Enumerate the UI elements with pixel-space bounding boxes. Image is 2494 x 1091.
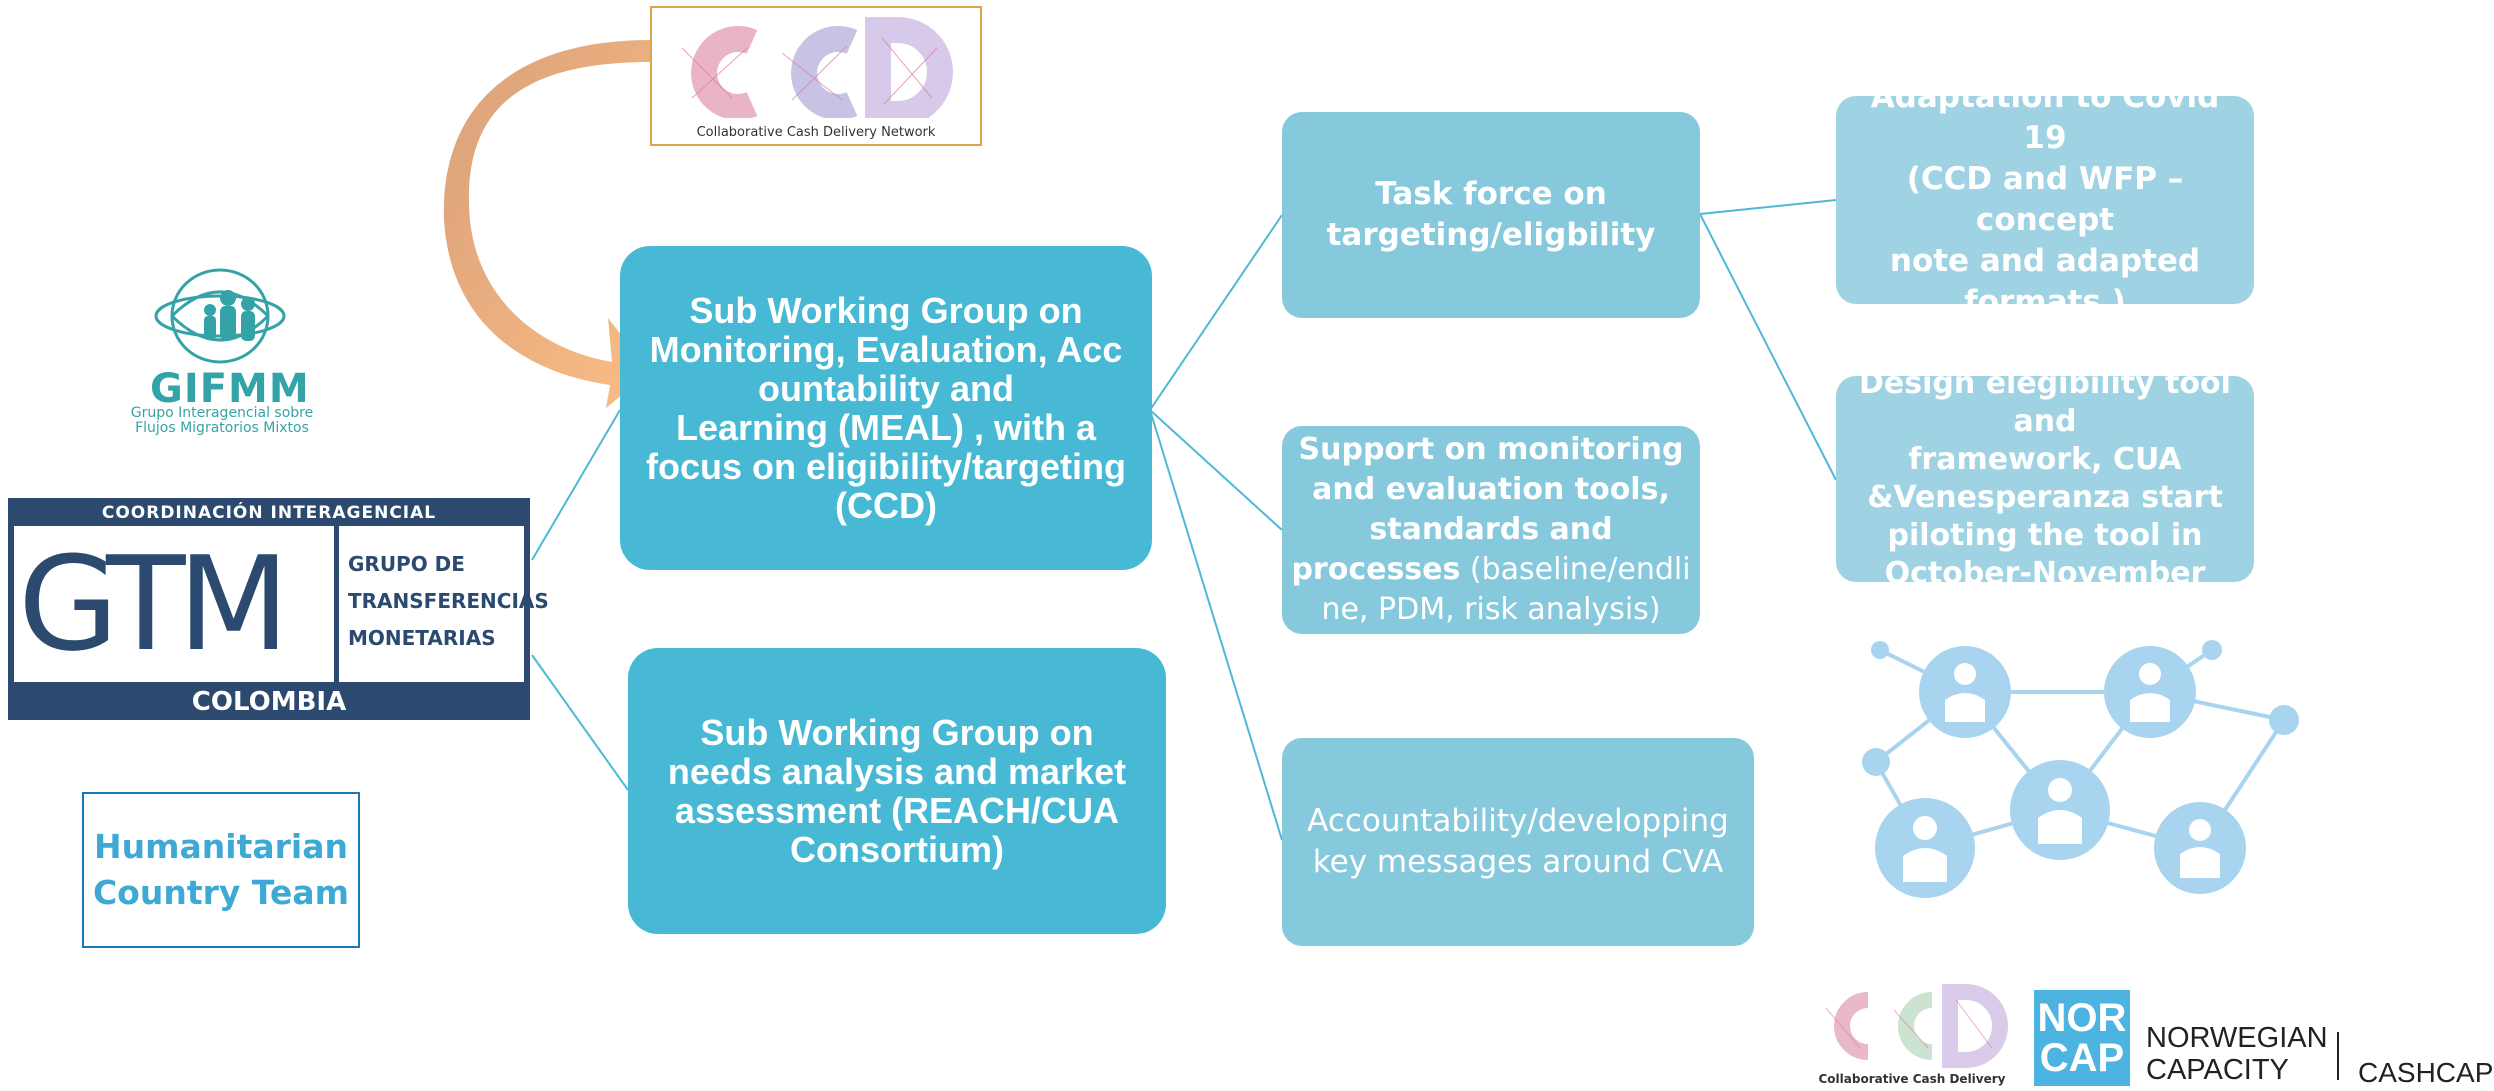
gtm-country-label: COLOMBIA (191, 687, 347, 717)
connector-meal-task3 (1149, 409, 1283, 841)
norwegian-capacity-text: NORWEGIAN CAPACITY (2146, 1022, 2328, 1086)
humanitarian-country-team-box: Humanitarian Country Team (82, 792, 360, 948)
people-network-icon (1862, 640, 2299, 898)
norcap-text-line2: CAPACITY (2146, 1054, 2289, 1086)
meal-line: Learning (MEAL) , with a (676, 407, 1096, 448)
task-force-targeting-box: Task force on targeting/eligbility (1282, 112, 1700, 318)
gifmm-name: GIFMM (150, 366, 310, 412)
task2-line: Support on monitoring (1298, 432, 1684, 467)
ccd-network-caption: Collaborative Cash Delivery Network (696, 125, 936, 140)
gtm-line1: GRUPO DE (348, 552, 465, 576)
task3-line: key messages around CVA (1312, 844, 1724, 880)
outcome2-line: piloting the tool in (1887, 518, 2203, 553)
meal-line: (CCD) (835, 485, 937, 526)
gtm-big-letters: GTM (18, 528, 290, 680)
task3-line: Accountability/developping (1307, 803, 1729, 839)
outcome1-line: formats ) (1964, 284, 2126, 320)
gtm-line2: TRANSFERENCIAS (348, 589, 549, 613)
task1-line: targeting/eligbility (1326, 217, 1656, 253)
meal-sub-working-group-box: Sub Working Group on Monitoring, Evaluat… (620, 246, 1152, 570)
task2-normal-text: (baseline/endli (1460, 552, 1691, 587)
connector-task1-outcome1 (1699, 199, 1837, 215)
gifmm-subtitle-line1: Grupo Interagencial sobre (130, 405, 314, 421)
ccd-network-logo: Collaborative Cash Delivery Network (650, 6, 982, 146)
task2-line: and evaluation tools, (1312, 472, 1670, 507)
task1-line: Task force on (1375, 176, 1607, 212)
gtm-separator (334, 526, 339, 682)
eligibility-tool-box: Design elegibility tool and framework, C… (1836, 366, 2254, 591)
cashcap-separator (2337, 1032, 2339, 1080)
outcome1-line: Adaptation to Covid 19 (1870, 79, 2220, 156)
needs-line: needs analysis and market (667, 751, 1127, 792)
gtm-line3: MONETARIAS (348, 626, 496, 650)
monitoring-support-box: Support on monitoring and evaluation too… (1282, 426, 1700, 634)
hct-line2: Country Team (92, 873, 350, 912)
meal-line: ountability and (758, 368, 1014, 409)
connector-gtm-needs (531, 654, 629, 791)
gtm-white-panel: GTM GRUPO DE TRANSFERENCIAS MONETARIAS (14, 526, 549, 682)
norcap-line2: CAP (2039, 1036, 2125, 1080)
hct-line1: Humanitarian (94, 827, 348, 866)
ccd-letters-graphic (681, 17, 953, 118)
gifmm-subtitle-line2: Flujos Migratorios Mixtos (135, 420, 309, 436)
outcome2-line: framework, CUA (1908, 442, 2182, 477)
gtm-top-label: COORDINACIÓN INTERAGENCIAL (101, 503, 437, 523)
connector-gtm-meal (531, 409, 621, 561)
needs-analysis-sub-working-group-box: Sub Working Group on needs analysis and … (628, 648, 1166, 934)
ccd-bottom-caption: Collaborative Cash Delivery (1818, 1072, 2006, 1086)
gtm-colombia-logo: COORDINACIÓN INTERAGENCIAL GTM GRUPO DE … (8, 498, 549, 720)
connector-meal-task1 (1149, 214, 1283, 411)
meal-line: Monitoring, Evaluation, Acc (649, 329, 1123, 370)
gtm-full-name: GRUPO DE TRANSFERENCIAS MONETARIAS (348, 546, 549, 657)
connector-task1-outcome2 (1699, 213, 1837, 481)
gifmm-subtitle: Grupo Interagencial sobre Flujos Migrato… (112, 406, 332, 436)
norcap-text-line1: NORWEGIAN (2146, 1022, 2328, 1054)
meal-line: focus on eligibility/targeting (645, 446, 1127, 487)
outcome2-line: Design elegibility tool and (1859, 366, 2231, 439)
outcome1-line: (CCD and WFP –concept (1906, 161, 2184, 238)
needs-line: Sub Working Group on (700, 712, 1094, 753)
outcome1-line: note and adapted (1889, 243, 2201, 279)
task2-line-mixed: processes (baseline/endli (1291, 550, 1690, 590)
gifmm-globe-icon (154, 268, 286, 364)
ccd-bottom-letters-graphic (1825, 984, 2008, 1068)
outcome2-line: &Venesperanza start (1867, 480, 2223, 515)
meal-line: Sub Working Group on (689, 290, 1083, 331)
cashcap-label: CASHCAP (2358, 1057, 2494, 1088)
needs-line: Consortium) (790, 829, 1004, 870)
covid-adaptation-box: Adaptation to Covid 19 (CCD and WFP –con… (1836, 79, 2254, 320)
outcome2-line: October-November (1884, 556, 2206, 591)
task2-line-normal: ne, PDM, risk analysis) (1321, 592, 1661, 627)
norcap-logo-block: NOR CAP (2034, 990, 2130, 1086)
connector-meal-task2 (1149, 409, 1283, 531)
task2-bold-word: processes (1291, 552, 1461, 587)
accountability-messages-box: Accountability/developping key messages … (1282, 738, 1754, 946)
task2-line: standards and (1369, 512, 1613, 547)
curved-arrow (443, 40, 650, 408)
needs-line: assessment (REACH/CUA (674, 790, 1120, 831)
norcap-line1: NOR (2037, 996, 2127, 1040)
